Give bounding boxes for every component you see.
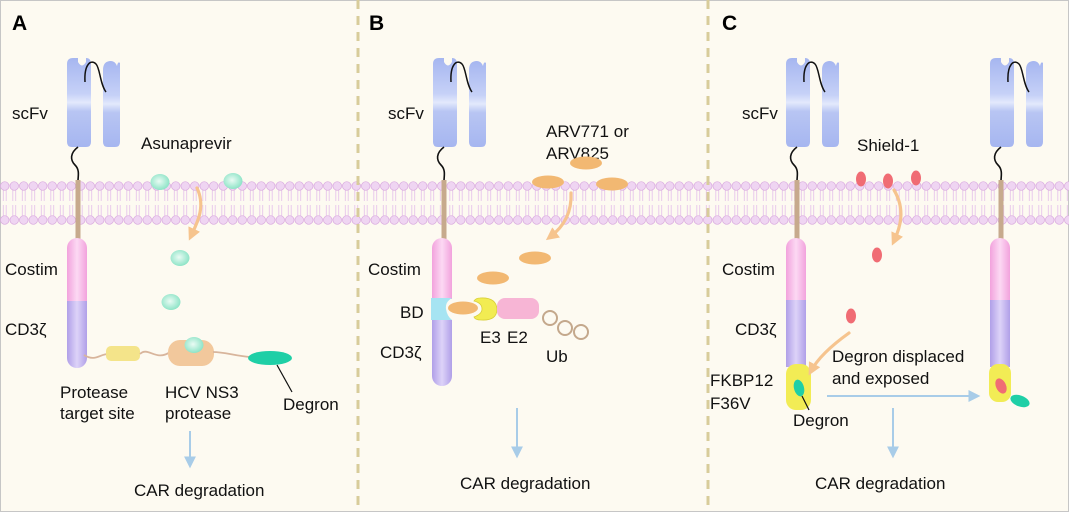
shield1-molecule bbox=[872, 247, 882, 263]
shield1-molecule-bound bbox=[995, 378, 1007, 394]
costim-label: Costim bbox=[5, 260, 58, 279]
ub-label: Ub bbox=[546, 347, 568, 366]
cd3z-label: CD3ζ bbox=[735, 320, 777, 339]
cell-membrane bbox=[0, 180, 1069, 226]
drug-binding-arrow bbox=[808, 331, 851, 376]
outcome-label: CAR degradation bbox=[460, 474, 590, 493]
outcome-label: CAR degradation bbox=[815, 474, 945, 493]
panel-c: C scFv Costim CD3ζ FKBP12 F36V Degron Sh… bbox=[710, 12, 1044, 493]
drug-entry-arrow bbox=[545, 191, 573, 241]
panel-b-label: B bbox=[369, 12, 384, 35]
drug-entry-arrow bbox=[188, 186, 203, 241]
drug-label: Asunaprevir bbox=[141, 134, 232, 153]
protease-site-label-line-1: Protease bbox=[60, 383, 128, 402]
protease-label: HCV NS3 protease bbox=[165, 383, 243, 423]
fkbp-label: FKBP12 F36V bbox=[710, 371, 778, 413]
binding-domain bbox=[431, 298, 452, 320]
protease-label-line-1: HCV NS3 bbox=[165, 383, 239, 402]
cd3z-label: CD3ζ bbox=[380, 343, 422, 362]
protac-molecule bbox=[477, 271, 509, 285]
degron-label: Degron bbox=[283, 395, 339, 414]
panel-c-label: C bbox=[722, 12, 737, 35]
degron-leader-line bbox=[276, 364, 293, 393]
protac-molecule-bound bbox=[448, 301, 478, 315]
bd-label: BD bbox=[400, 303, 424, 322]
fkbp-label-line-2: F36V bbox=[710, 394, 751, 413]
degron-label: Degron bbox=[793, 411, 849, 430]
cd3z-domain bbox=[432, 320, 452, 386]
costim-label: Costim bbox=[368, 260, 421, 279]
ubiquitin bbox=[542, 310, 558, 326]
protac-molecule bbox=[570, 156, 602, 170]
degron-masked bbox=[793, 379, 805, 397]
cd3z-label: CD3ζ bbox=[5, 320, 47, 339]
ubiquitin bbox=[557, 320, 573, 336]
drug-label: ARV771 or ARV825 bbox=[546, 122, 634, 163]
outcome-label: CAR degradation bbox=[134, 481, 264, 500]
e2-enzyme bbox=[497, 298, 539, 319]
protease-site-label: Protease target site bbox=[60, 383, 135, 423]
shield1-molecule bbox=[883, 173, 893, 189]
shield1-molecule bbox=[911, 170, 921, 186]
drug-entry-arrow bbox=[891, 188, 904, 246]
asunaprevir-molecule bbox=[150, 174, 170, 190]
protease-site-label-line-2: target site bbox=[60, 404, 135, 423]
linker bbox=[139, 350, 171, 357]
shield1-molecule bbox=[856, 171, 866, 187]
scfv-label: scFv bbox=[388, 104, 424, 123]
protac-molecule bbox=[519, 251, 551, 265]
costim-label: Costim bbox=[722, 260, 775, 279]
asunaprevir-molecule bbox=[161, 294, 181, 310]
protac-molecule bbox=[596, 177, 628, 191]
e2-label: E2 bbox=[507, 328, 528, 347]
asunaprevir-molecule bbox=[170, 250, 190, 266]
costim-domain bbox=[990, 238, 1010, 300]
scfv-label: scFv bbox=[742, 104, 778, 123]
displacement-label: Degron displaced and exposed bbox=[832, 347, 969, 388]
costim-domain bbox=[67, 238, 87, 301]
shield1-molecule bbox=[846, 308, 856, 324]
fkbp-label-line-1: FKBP12 bbox=[710, 371, 773, 390]
ubiquitin bbox=[573, 324, 589, 340]
cd3z-domain bbox=[786, 300, 806, 367]
drug-label-line-1: ARV771 or bbox=[546, 122, 629, 141]
panel-a: A scFv Costim CD3ζ Asunaprevir Protease … bbox=[5, 12, 339, 500]
asunaprevir-molecule-bound bbox=[184, 337, 204, 353]
cd3z-domain bbox=[990, 300, 1010, 367]
displacement-label-line-1: Degron displaced bbox=[832, 347, 964, 366]
protease-label-line-2: protease bbox=[165, 404, 231, 423]
costim-domain bbox=[432, 238, 452, 299]
drug-label: Shield-1 bbox=[857, 136, 919, 155]
displacement-label-line-2: and exposed bbox=[832, 369, 929, 388]
linker bbox=[212, 351, 251, 358]
degron bbox=[248, 351, 292, 365]
panel-a-label: A bbox=[12, 12, 27, 35]
degron-leader-line bbox=[801, 395, 810, 411]
asunaprevir-molecule bbox=[223, 173, 243, 189]
costim-domain bbox=[786, 238, 806, 300]
protease-target-site bbox=[106, 346, 140, 361]
e3-label: E3 bbox=[480, 328, 501, 347]
panel-b: B scFv Costim BD CD3ζ ARV771 or ARV825 E… bbox=[368, 12, 634, 493]
scfv-label: scFv bbox=[12, 104, 48, 123]
cd3z-domain bbox=[67, 301, 87, 368]
degron-exposed bbox=[1010, 394, 1030, 408]
protac-molecule bbox=[532, 175, 564, 189]
